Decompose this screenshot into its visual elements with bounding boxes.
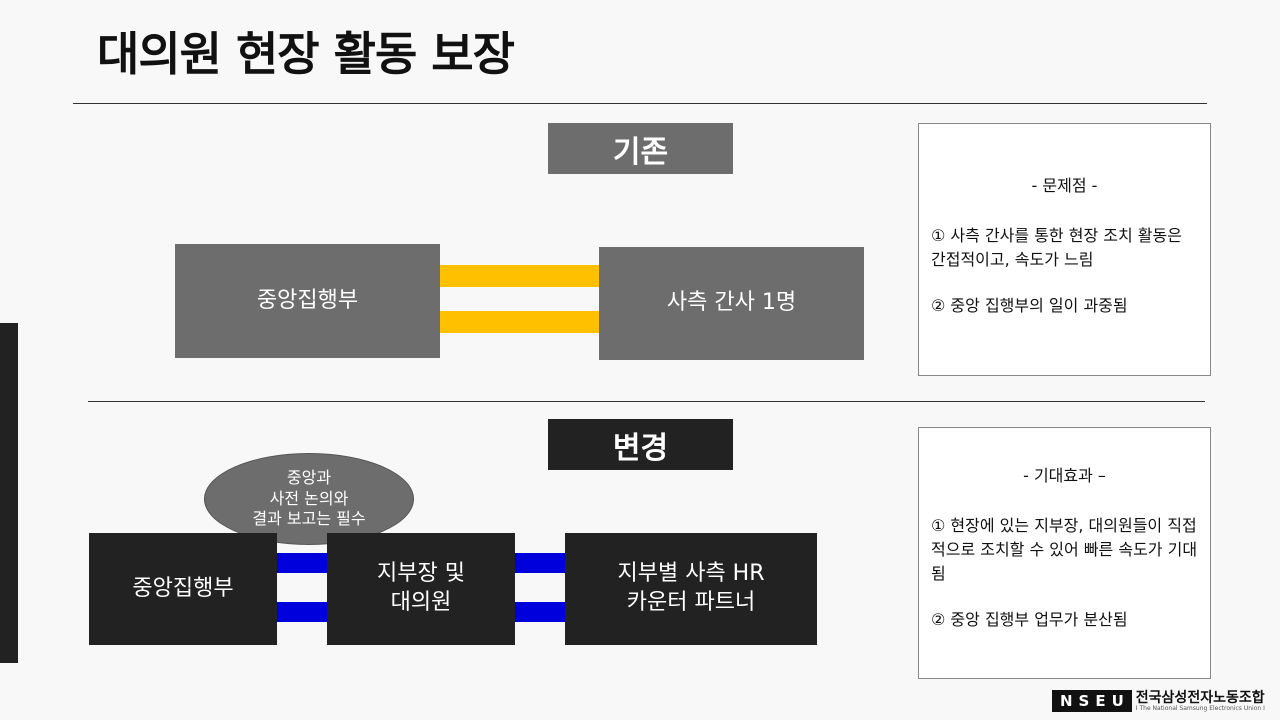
box-central-executive: 중앙집행부 — [175, 244, 440, 358]
note-line: 결과 보고는 필수 — [252, 509, 366, 529]
box-line: 지부별 사측 HR — [617, 561, 765, 587]
problems-panel: - 문제점 - ① 사측 간사를 통한 현장 조치 활동은 간접적이고, 속도가… — [918, 123, 1211, 376]
arrow-left-icon — [400, 300, 599, 344]
side-bar — [0, 323, 18, 663]
effects-panel: - 기대효과 – ① 현장에 있는 지부장, 대의원들이 직접적으로 조치할 수… — [918, 427, 1211, 679]
logo-subtitle: I The National Samsung Electronics Union… — [1135, 704, 1265, 712]
box-line: 지부장 및 — [377, 561, 465, 587]
panel-item: ① 현장에 있는 지부장, 대의원들이 직접적으로 조치할 수 있어 빠른 속도… — [931, 516, 1198, 583]
panel-item: ② 중앙 집행부의 일이 과중됨 — [931, 296, 1128, 315]
box-hr-partner: 지부별 사측 HR 카운터 파트너 — [565, 533, 817, 645]
slide-title: 대의원 현장 활동 보장 — [97, 27, 515, 81]
panel-item: ① 사측 간사를 통한 현장 조치 활동은 간접적이고, 속도가 느림 — [931, 226, 1182, 269]
logo-mark: NSEU — [1052, 690, 1132, 712]
logo-name: 전국삼성전자노동조합 — [1135, 689, 1265, 706]
label-before: 기존 — [548, 123, 733, 174]
divider — [73, 103, 1207, 104]
note-line: 사전 논의와 — [269, 488, 349, 508]
box-company-manager: 사측 간사 1명 — [599, 247, 864, 360]
panel-heading: - 문제점 - — [1031, 176, 1098, 195]
panel-heading: - 기대효과 – — [1023, 466, 1106, 485]
note-line: 중앙과 — [286, 467, 332, 487]
box-central-executive-new: 중앙집행부 — [89, 533, 277, 645]
arrow-right-icon — [440, 254, 640, 298]
box-line: 대의원 — [390, 590, 452, 615]
box-line: 카운터 파트너 — [626, 590, 756, 615]
divider — [88, 401, 1205, 402]
panel-item: ② 중앙 집행부 업무가 분산됨 — [931, 610, 1128, 629]
label-after: 변경 — [548, 419, 733, 470]
